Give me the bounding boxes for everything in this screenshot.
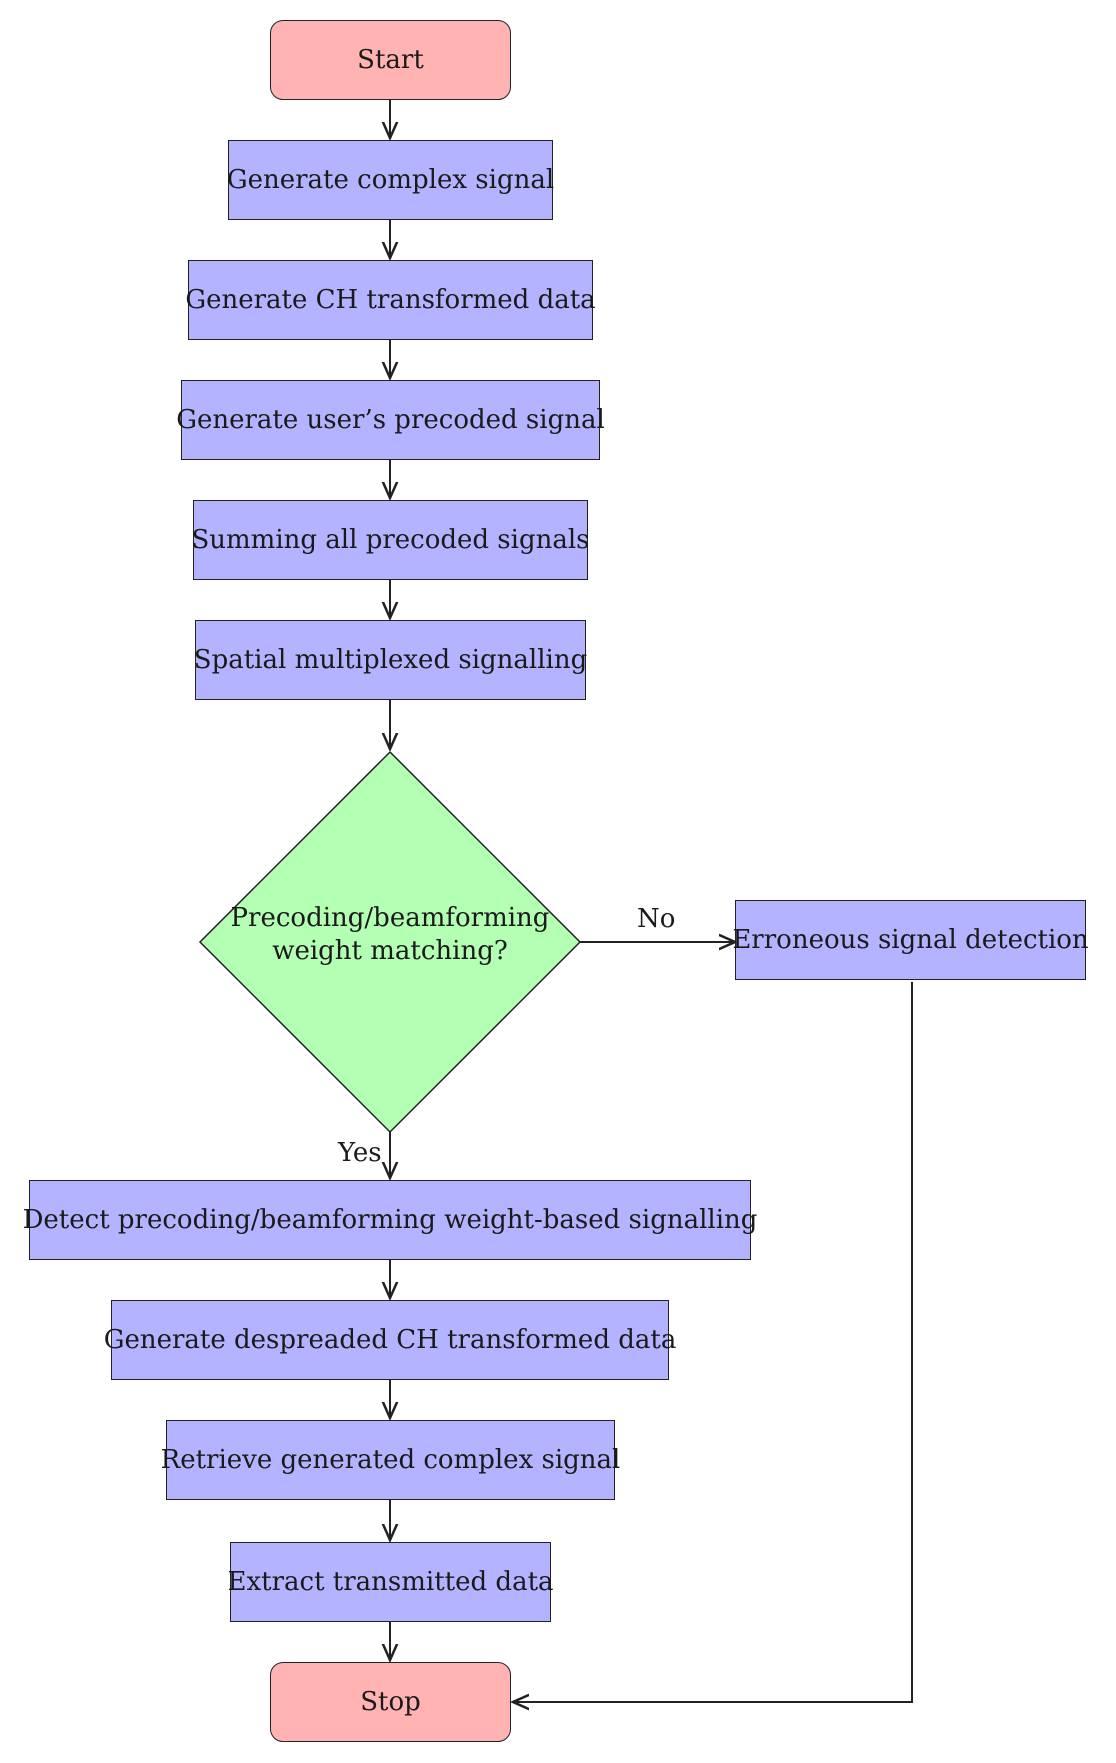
- edge-label-no: No: [637, 904, 676, 934]
- decision-line-1: Precoding/beamforming: [230, 903, 550, 933]
- step-label: Erroneous signal detection: [732, 924, 1089, 955]
- step-retrieve-complex-signal: Retrieve generated complex signal: [161, 1420, 620, 1500]
- step-label: Extract transmitted data: [227, 1566, 554, 1597]
- step-label: Generate user’s precoded signal: [176, 404, 605, 435]
- step-generate-ch-transformed-data: Generate CH transformed data: [185, 260, 596, 340]
- start-label: Start: [357, 44, 424, 75]
- step-label: Generate despreaded CH transformed data: [103, 1324, 677, 1355]
- step-label: Generate CH transformed data: [185, 284, 596, 315]
- decision-line-2: weight matching?: [272, 935, 508, 966]
- step-label: Spatial multiplexed signalling: [193, 644, 588, 675]
- step-summing-precoded-signals: Summing all precoded signals: [191, 500, 590, 580]
- edge-label-yes: Yes: [338, 1138, 382, 1168]
- step-generate-precoded-signal: Generate user’s precoded signal: [176, 380, 605, 460]
- step-label: Generate complex signal: [226, 164, 555, 195]
- stop-label: Stop: [360, 1686, 421, 1717]
- step-spatial-multiplexed-signalling: Spatial multiplexed signalling: [193, 620, 588, 700]
- step-extract-transmitted-data: Extract transmitted data: [227, 1542, 554, 1622]
- step-generate-despreaded-data: Generate despreaded CH transformed data: [104, 1300, 676, 1380]
- decision-label: Precoding/beamforming weight matching?: [230, 902, 550, 967]
- step-label: Detect precoding/beamforming weight-base…: [22, 1204, 758, 1235]
- step-label: Retrieve generated complex signal: [160, 1444, 621, 1475]
- step-detect-weight-based-signalling: Detect precoding/beamforming weight-base…: [23, 1180, 757, 1260]
- stop-node: Stop: [270, 1662, 511, 1742]
- step-erroneous-signal-detection: Erroneous signal detection: [732, 900, 1089, 980]
- step-generate-complex-signal: Generate complex signal: [226, 140, 555, 220]
- step-label: Summing all precoded signals: [191, 524, 590, 555]
- arrow-no-branch-to-stop: [513, 982, 913, 1702]
- start-node: Start: [270, 20, 511, 100]
